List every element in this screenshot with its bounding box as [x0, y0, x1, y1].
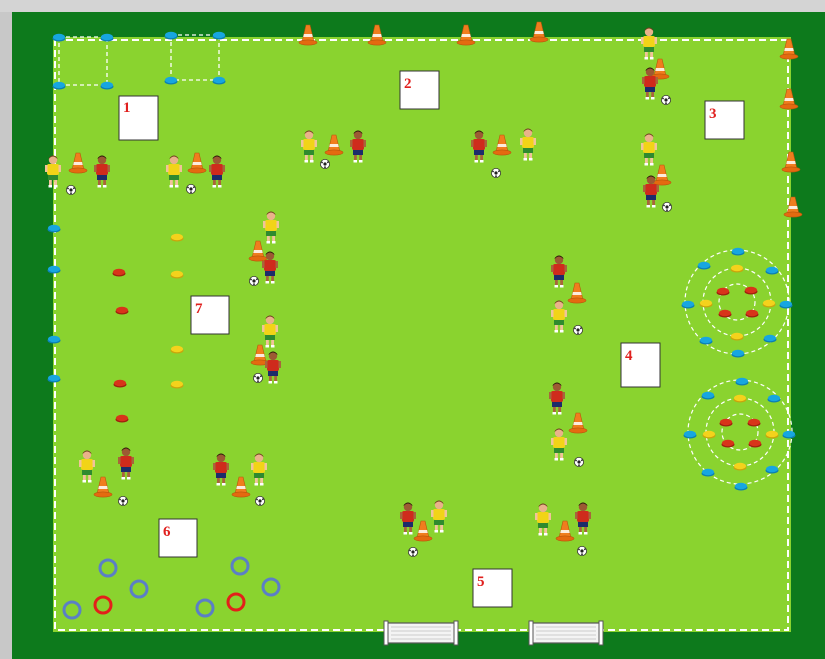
flat-marker-icon: [101, 82, 114, 90]
soccer-ball-icon: [253, 373, 262, 382]
title-bar: [0, 0, 825, 12]
flat-marker-icon: [116, 307, 129, 315]
soccer-ball-icon: [320, 159, 329, 168]
flat-marker-icon: [165, 32, 178, 40]
flat-marker-icon: [780, 301, 793, 309]
flat-marker-icon: [698, 262, 711, 270]
flat-marker-icon: [719, 310, 732, 318]
zone-number: 5: [477, 574, 485, 590]
flat-marker-icon: [48, 336, 61, 344]
flat-marker-icon: [734, 395, 747, 403]
flat-marker-icon: [684, 431, 697, 439]
zone-number: 7: [195, 301, 203, 317]
flat-marker-icon: [768, 395, 781, 403]
goal-icon: [529, 621, 603, 645]
flat-marker-icon: [748, 419, 761, 427]
flat-marker-icon: [734, 463, 747, 471]
flat-marker-icon: [736, 378, 749, 386]
flat-marker-icon: [720, 419, 733, 427]
flat-marker-icon: [48, 375, 61, 383]
flat-marker-icon: [746, 310, 759, 318]
flat-marker-icon: [113, 269, 126, 277]
goal-icon: [384, 621, 458, 645]
flat-marker-icon: [731, 265, 744, 273]
zone-number: 2: [404, 76, 412, 92]
soccer-ball-icon: [573, 325, 582, 334]
soccer-ball-icon: [577, 546, 586, 555]
flat-marker-icon: [732, 350, 745, 358]
zone-number: 4: [625, 348, 633, 364]
zone-label-5: 5: [473, 569, 512, 607]
flat-marker-icon: [702, 392, 715, 400]
flat-marker-icon: [171, 346, 184, 354]
flat-marker-icon: [700, 300, 713, 308]
soccer-ball-icon: [662, 202, 671, 211]
flat-marker-icon: [766, 431, 779, 439]
flat-marker-icon: [171, 381, 184, 389]
flat-marker-icon: [114, 380, 127, 388]
soccer-ball-icon: [118, 496, 127, 505]
soccer-ball-icon: [186, 184, 195, 193]
flat-marker-icon: [702, 469, 715, 477]
flat-marker-icon: [116, 415, 129, 423]
flat-marker-icon: [763, 300, 776, 308]
flat-marker-icon: [717, 288, 730, 296]
flat-marker-icon: [53, 82, 66, 90]
zone-label-6: 6: [159, 519, 197, 557]
soccer-ball-icon: [574, 457, 583, 466]
flat-marker-icon: [749, 440, 762, 448]
zone-label-2: 2: [400, 71, 439, 109]
flat-marker-icon: [213, 77, 226, 85]
flat-marker-icon: [165, 77, 178, 85]
zone-number: 1: [123, 100, 131, 116]
flat-marker-icon: [703, 431, 716, 439]
flat-marker-icon: [735, 483, 748, 491]
soccer-ball-icon: [408, 547, 417, 556]
flat-marker-icon: [722, 440, 735, 448]
flat-marker-icon: [48, 225, 61, 233]
flat-marker-icon: [48, 266, 61, 274]
flat-marker-icon: [171, 271, 184, 279]
flat-marker-icon: [766, 267, 779, 275]
flat-marker-icon: [101, 34, 114, 42]
soccer-ball-icon: [249, 276, 258, 285]
flat-marker-icon: [731, 333, 744, 341]
soccer-ball-icon: [491, 168, 500, 177]
flat-marker-icon: [700, 337, 713, 345]
flat-marker-icon: [745, 287, 758, 295]
flat-marker-icon: [764, 335, 777, 343]
flat-marker-icon: [53, 34, 66, 42]
soccer-ball-icon: [661, 95, 670, 104]
zone-label-7: 7: [191, 296, 229, 334]
soccer-ball-icon: [66, 185, 75, 194]
zone-number: 6: [163, 524, 171, 540]
flat-marker-icon: [766, 466, 779, 474]
zone-label-1: 1: [119, 96, 158, 140]
soccer-ball-icon: [255, 496, 264, 505]
flat-marker-icon: [213, 32, 226, 40]
zone-label-3: 3: [705, 101, 744, 139]
flat-marker-icon: [171, 234, 184, 242]
flat-marker-icon: [682, 301, 695, 309]
zone-number: 3: [709, 106, 717, 122]
flat-marker-icon: [783, 431, 796, 439]
zone-label-4: 4: [621, 343, 660, 387]
flat-marker-icon: [732, 248, 745, 256]
